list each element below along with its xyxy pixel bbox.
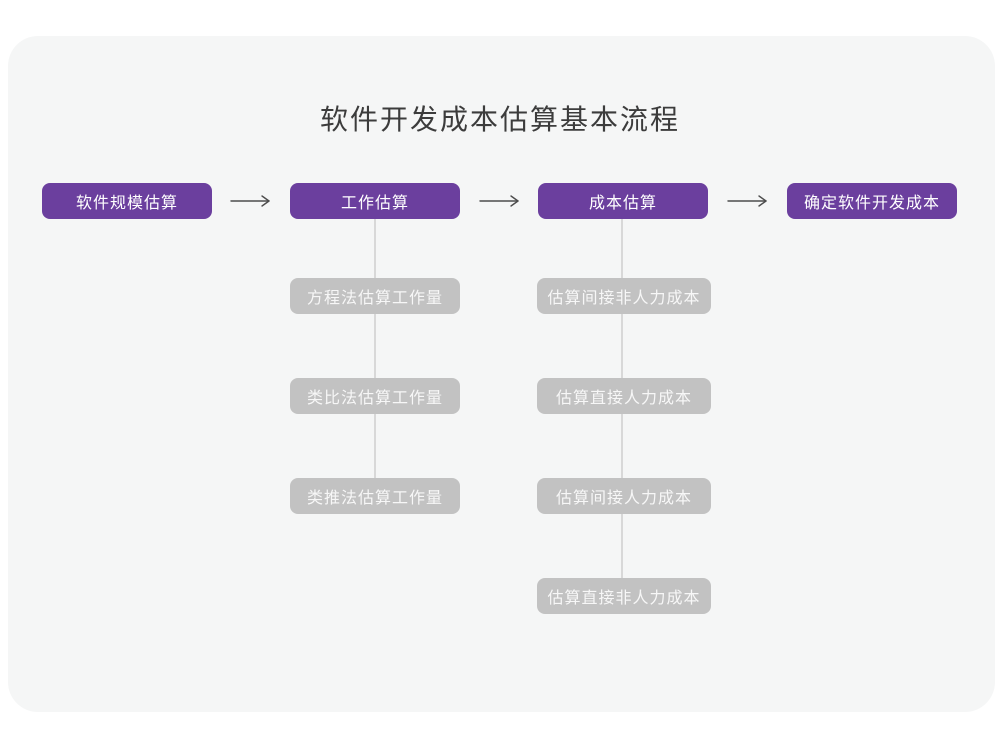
work-method-analogy: 类比法估算工作量 — [290, 378, 460, 414]
work-method-extrapolation: 类推法估算工作量 — [290, 478, 460, 514]
right-arrow-icon — [478, 194, 522, 208]
cost-item-indirect-labor: 估算间接人力成本 — [537, 478, 711, 514]
page-title: 软件开发成本估算基本流程 — [319, 103, 680, 136]
cost-item-direct-nonlabor: 估算直接非人力成本 — [537, 578, 711, 614]
flow-step-cost-estimation: 成本估算 — [538, 183, 708, 219]
right-arrow-icon — [229, 194, 273, 208]
work-method-equation: 方程法估算工作量 — [290, 278, 460, 314]
flow-step-software-scale-estimation: 软件规模估算 — [42, 183, 212, 219]
flow-step-work-estimation: 工作估算 — [290, 183, 460, 219]
cost-item-indirect-nonlabor: 估算间接非人力成本 — [537, 278, 711, 314]
right-arrow-icon — [726, 194, 770, 208]
flowchart-card — [8, 36, 995, 712]
cost-item-direct-labor: 估算直接人力成本 — [537, 378, 711, 414]
work-estimation-connector-line — [374, 219, 376, 497]
flow-step-determine-cost: 确定软件开发成本 — [787, 183, 957, 219]
